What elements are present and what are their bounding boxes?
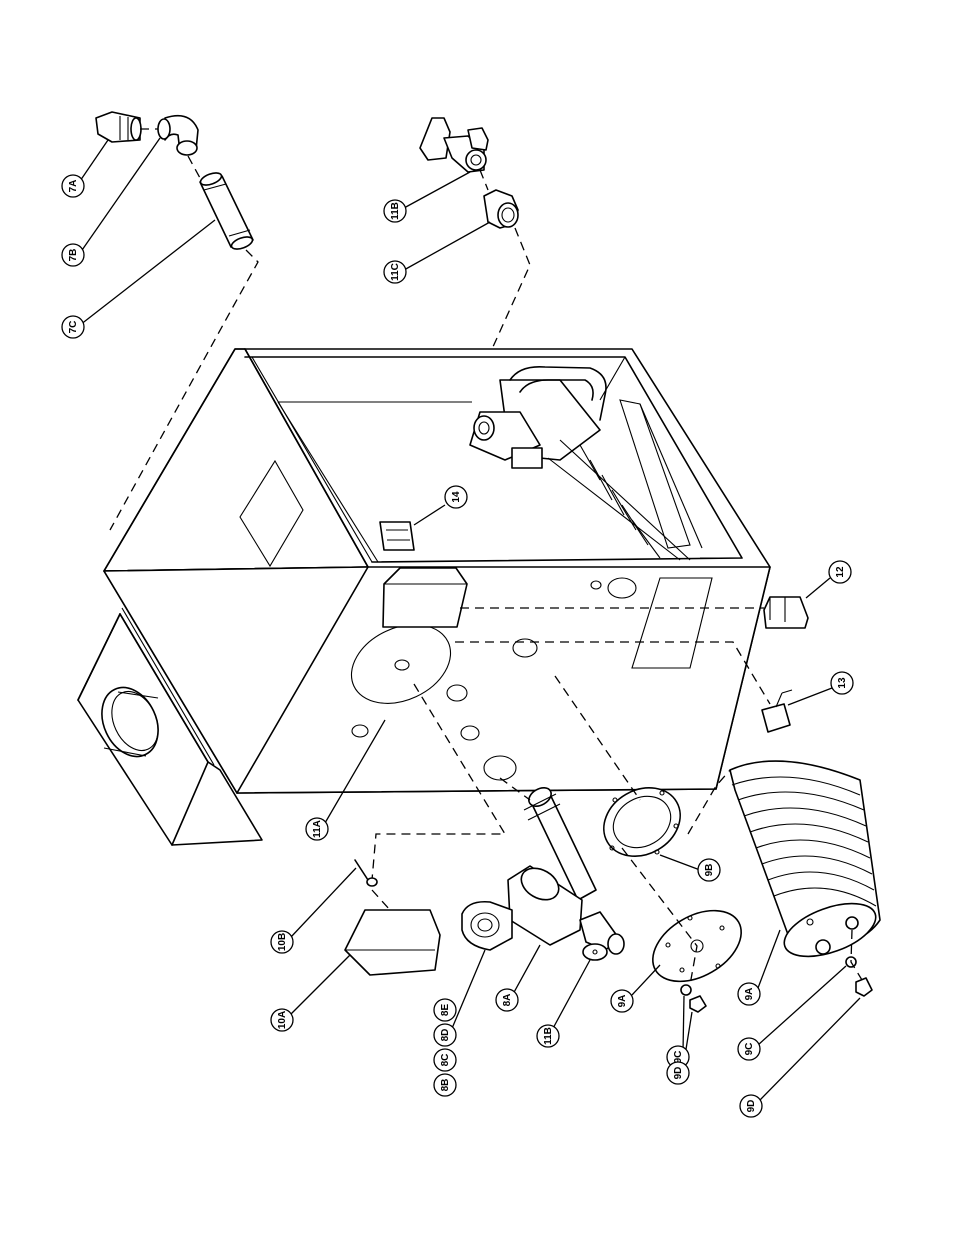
callout-8d: 8D [434,1024,456,1046]
svg-text:10A: 10A [277,1011,288,1029]
cabinet-body [104,349,770,793]
svg-text:9A: 9A [617,995,628,1008]
terminal-block-14 [380,505,445,550]
svg-text:9A: 9A [744,988,755,1001]
callout-12: 12 [829,561,851,583]
svg-text:11A: 11A [312,820,323,838]
callout-13: 13 [831,672,853,694]
callout-8e: 8E [434,999,456,1021]
callout-11b-bottom: 11B [537,1025,559,1047]
callout-9c-right: 9C [738,1038,760,1060]
svg-text:9D: 9D [673,1067,684,1080]
svg-text:14: 14 [451,491,462,503]
callout-10a: 10A [271,1009,293,1031]
relief-valve-parts-11 [420,118,530,349]
callout-7c: 7C [62,316,84,338]
svg-text:7A: 7A [68,180,79,193]
callout-7a: 7A [62,175,84,197]
callout-10b: 10B [271,931,293,953]
callout-9d-right: 9D [740,1095,762,1117]
callout-9b: 9B [698,859,720,881]
svg-text:9D: 9D [746,1100,757,1113]
svg-text:7B: 7B [68,249,79,262]
callout-9d-left: 9D [667,1062,689,1084]
callout-8a: 8A [496,989,518,1011]
callout-8c: 8C [434,1049,456,1071]
svg-text:8E: 8E [440,1004,451,1017]
svg-text:9C: 9C [744,1043,755,1056]
svg-text:8C: 8C [440,1054,451,1067]
callout-8b: 8B [434,1074,456,1096]
callout-11b-top: 11B [384,200,406,222]
svg-text:11B: 11B [543,1027,554,1045]
callout-7b: 7B [62,244,84,266]
svg-text:8B: 8B [440,1079,451,1092]
svg-text:11B: 11B [390,202,401,220]
svg-text:8D: 8D [440,1029,451,1042]
svg-text:12: 12 [835,566,846,578]
callout-11c: 11C [384,261,406,283]
svg-text:10B: 10B [277,933,288,951]
callout-9a-element: 9A [738,983,760,1005]
gas-valve-burner-assembly [470,367,702,560]
svg-text:7C: 7C [68,321,79,334]
svg-text:13: 13 [837,677,848,689]
callout-14: 14 [445,486,467,508]
callout-11a: 11A [306,818,328,840]
svg-text:11C: 11C [390,263,401,281]
control-box-parts-10 [345,860,440,975]
svg-text:9B: 9B [704,864,715,877]
svg-text:8A: 8A [502,994,513,1007]
callout-9a-plate: 9A [611,990,633,1012]
